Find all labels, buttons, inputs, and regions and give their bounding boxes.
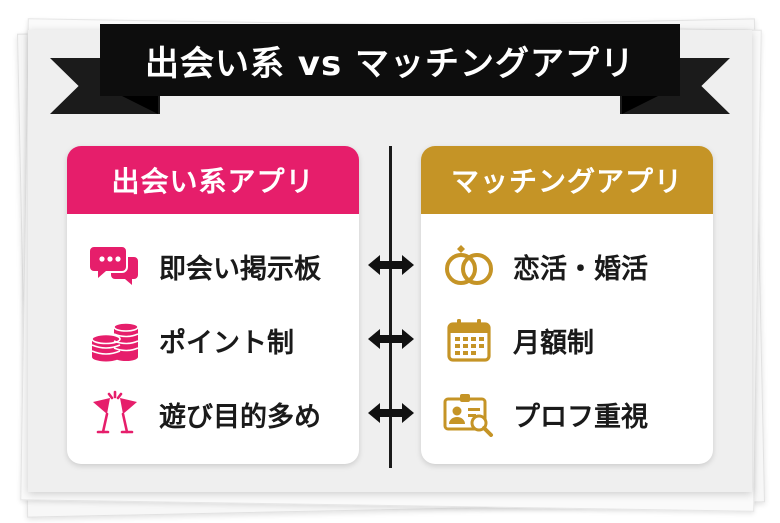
coin-stack-icon: [89, 314, 141, 366]
banner-title: 出会い系 vs マッチングアプリ: [100, 24, 680, 96]
dating-app-card-title: 出会い系アプリ: [67, 146, 359, 214]
matching-item-monthly: 月額制: [443, 312, 594, 368]
matching-item-marriage-label: 恋活・婚活: [513, 253, 648, 285]
center-divider: [389, 146, 392, 468]
matching-item-marriage: 恋活・婚活: [443, 238, 648, 294]
matching-item-profile: プロフ重視: [443, 386, 648, 442]
dating-item-play: 遊び目的多め: [89, 386, 321, 442]
matching-app-card: マッチングアプリ 恋活・婚活: [421, 146, 713, 464]
double-arrow-icon: [368, 329, 414, 349]
matching-item-monthly-label: 月額制: [513, 327, 594, 359]
double-arrow-icon: [368, 403, 414, 423]
matching-item-profile-label: プロフ重視: [513, 401, 648, 433]
dating-item-points-label: ポイント制: [159, 327, 294, 359]
rings-icon: [443, 240, 495, 292]
calendar-icon: [443, 314, 495, 366]
matching-app-card-title: マッチングアプリ: [421, 146, 713, 214]
double-arrow-icon: [368, 255, 414, 275]
dating-item-board: 即会い掲示板: [89, 238, 321, 294]
dating-item-play-label: 遊び目的多め: [159, 401, 321, 433]
chat-bubbles-icon: [89, 240, 141, 292]
dating-app-card: 出会い系アプリ 即会い掲示板: [67, 146, 359, 464]
dating-item-board-label: 即会い掲示板: [159, 253, 321, 285]
dating-item-points: ポイント制: [89, 312, 294, 368]
profile-search-icon: [443, 388, 495, 440]
cocktail-glasses-icon: [89, 388, 141, 440]
